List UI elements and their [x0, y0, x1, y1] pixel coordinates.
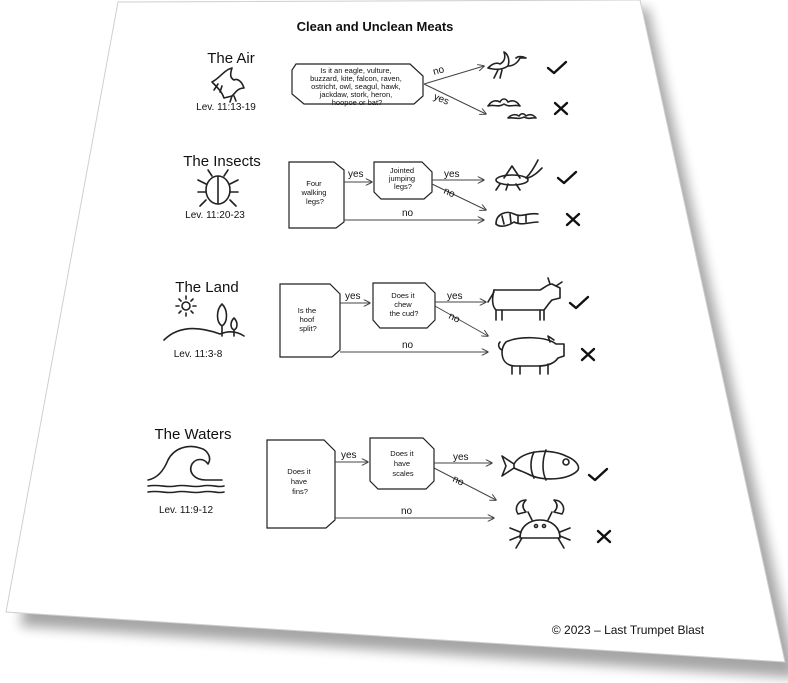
land-yes2-label: yes: [447, 291, 463, 302]
air-heading: The Air: [207, 50, 255, 67]
waters-no1-label: no: [401, 506, 413, 517]
page-title: Clean and Unclean Meats: [297, 19, 454, 34]
insects-question2-box: [373, 161, 433, 200]
waters-clean-check: [587, 467, 609, 482]
insects-reference: Lev. 11:20-23: [185, 210, 245, 221]
insects-question1-box: [288, 161, 345, 229]
insects-yes1-label: yes: [348, 169, 364, 180]
waters-no2-label: no: [451, 474, 466, 489]
insects-no1-label: no: [402, 208, 414, 219]
air-question-box: [291, 63, 424, 105]
waters-question2-box: [369, 437, 435, 490]
waters-question1-box: [266, 439, 336, 529]
air-no-label: no: [432, 64, 446, 78]
fish-icon: [501, 449, 580, 481]
land-question2: Does it chew the cud?: [390, 291, 419, 318]
waters-question2: Does it have scales: [390, 449, 415, 478]
insects-unclean-x: [565, 212, 581, 227]
dove-icon: [487, 51, 527, 79]
beetle-icon: [197, 169, 239, 207]
wave-icon: [147, 445, 225, 494]
air-clean-check: [546, 60, 568, 75]
land-no2-label: no: [447, 311, 462, 326]
waters-unclean-x: [596, 529, 612, 544]
paper-page: [5, 0, 786, 663]
land-question1: Is the hoof split?: [298, 306, 318, 333]
waters-yes1-label: yes: [341, 450, 357, 461]
land-no1-label: no: [402, 340, 414, 351]
cow-icon: [487, 277, 563, 321]
copyright-notice: © 2023 – Last Trumpet Blast: [552, 623, 705, 637]
waters-yes2-label: yes: [453, 452, 469, 463]
land-clean-check: [568, 295, 590, 310]
land-question1-box: [279, 283, 341, 358]
eagle-icon: [211, 67, 245, 103]
worm-icon: [495, 211, 539, 227]
air-question: Is it an eagle, vulture, buzzard, kite, …: [310, 66, 404, 107]
insects-clean-check: [556, 170, 578, 185]
land-unclean-x: [580, 347, 596, 362]
insects-no2-label: no: [442, 186, 457, 201]
land-heading: The Land: [175, 279, 238, 296]
air-unclean-x: [553, 101, 569, 116]
crab-icon: [509, 499, 571, 549]
waters-question1: Does it have fins?: [287, 467, 312, 496]
grasshopper-icon: [495, 159, 543, 191]
land-yes1-label: yes: [345, 291, 361, 302]
insects-yes2-label: yes: [444, 169, 460, 180]
insects-question1: Four walking legs?: [300, 179, 328, 206]
landscape-icon: [163, 295, 245, 341]
air-reference: Lev. 11:13-19: [196, 102, 256, 113]
land-question2-box: [372, 282, 436, 329]
bats-icon: [487, 98, 537, 120]
land-reference: Lev. 11:3-8: [174, 349, 223, 360]
pig-icon: [497, 335, 565, 375]
air-yes-label: yes: [432, 92, 451, 108]
waters-reference: Lev. 11:9-12: [159, 505, 214, 516]
insects-question2: Jointed jumping legs?: [388, 166, 417, 191]
waters-heading: The Waters: [155, 426, 232, 443]
insects-heading: The Insects: [183, 153, 261, 170]
